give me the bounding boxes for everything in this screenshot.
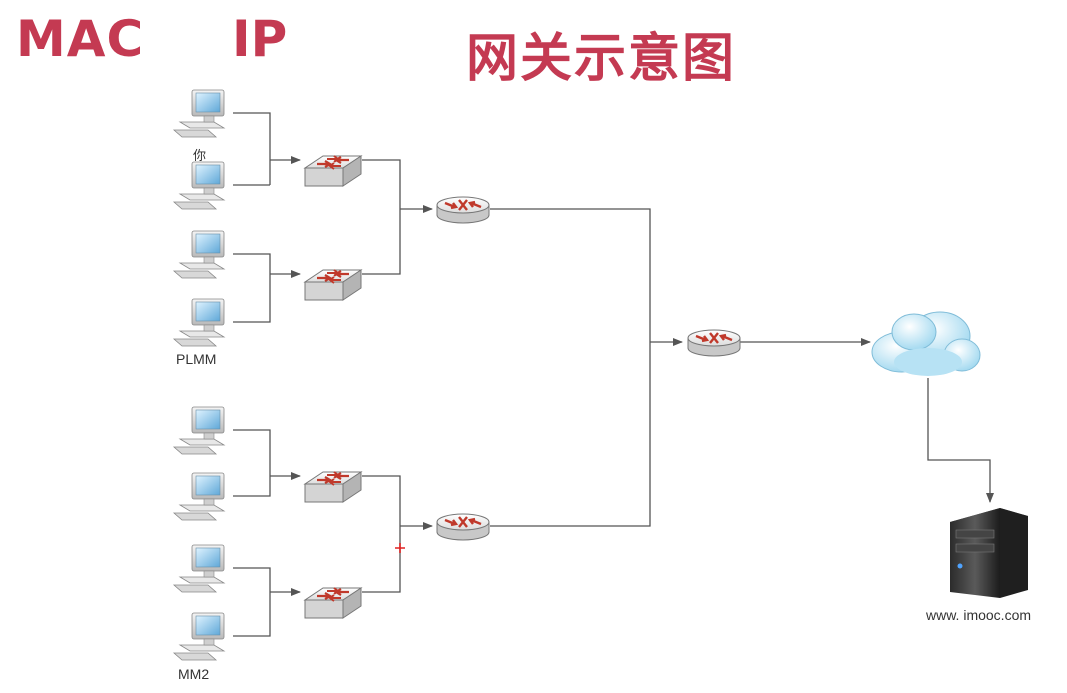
switch-icon xyxy=(303,154,363,188)
pc-label-you: 你 xyxy=(193,148,206,163)
mac-heading: MAC xyxy=(16,10,145,68)
router-icon xyxy=(435,512,491,542)
connection-lines xyxy=(233,112,994,637)
plus-marker xyxy=(395,543,405,553)
switch-icon xyxy=(303,586,363,620)
pc-icon xyxy=(173,230,225,279)
server-icon xyxy=(950,508,1028,598)
ip-heading: IP xyxy=(232,10,288,68)
server-label: www. imooc.com xyxy=(925,607,1031,623)
switch-icon xyxy=(303,268,363,302)
switch-icon xyxy=(303,470,363,504)
router-icon xyxy=(435,195,491,225)
pc-label-plmm: PLMM xyxy=(176,351,216,367)
pc-icon xyxy=(173,406,225,455)
gateway-router-icon xyxy=(686,328,742,358)
pc-icon xyxy=(173,544,225,593)
pc-icon xyxy=(173,89,225,138)
pc-label-mm2: MM2 xyxy=(178,666,209,682)
pc-icon xyxy=(173,298,225,347)
internet-cloud-icon xyxy=(871,311,981,376)
pc-icon xyxy=(173,612,225,661)
page-title: 网关示意图 xyxy=(466,29,737,89)
pc-icon xyxy=(173,472,225,521)
pc-icon xyxy=(173,161,225,210)
